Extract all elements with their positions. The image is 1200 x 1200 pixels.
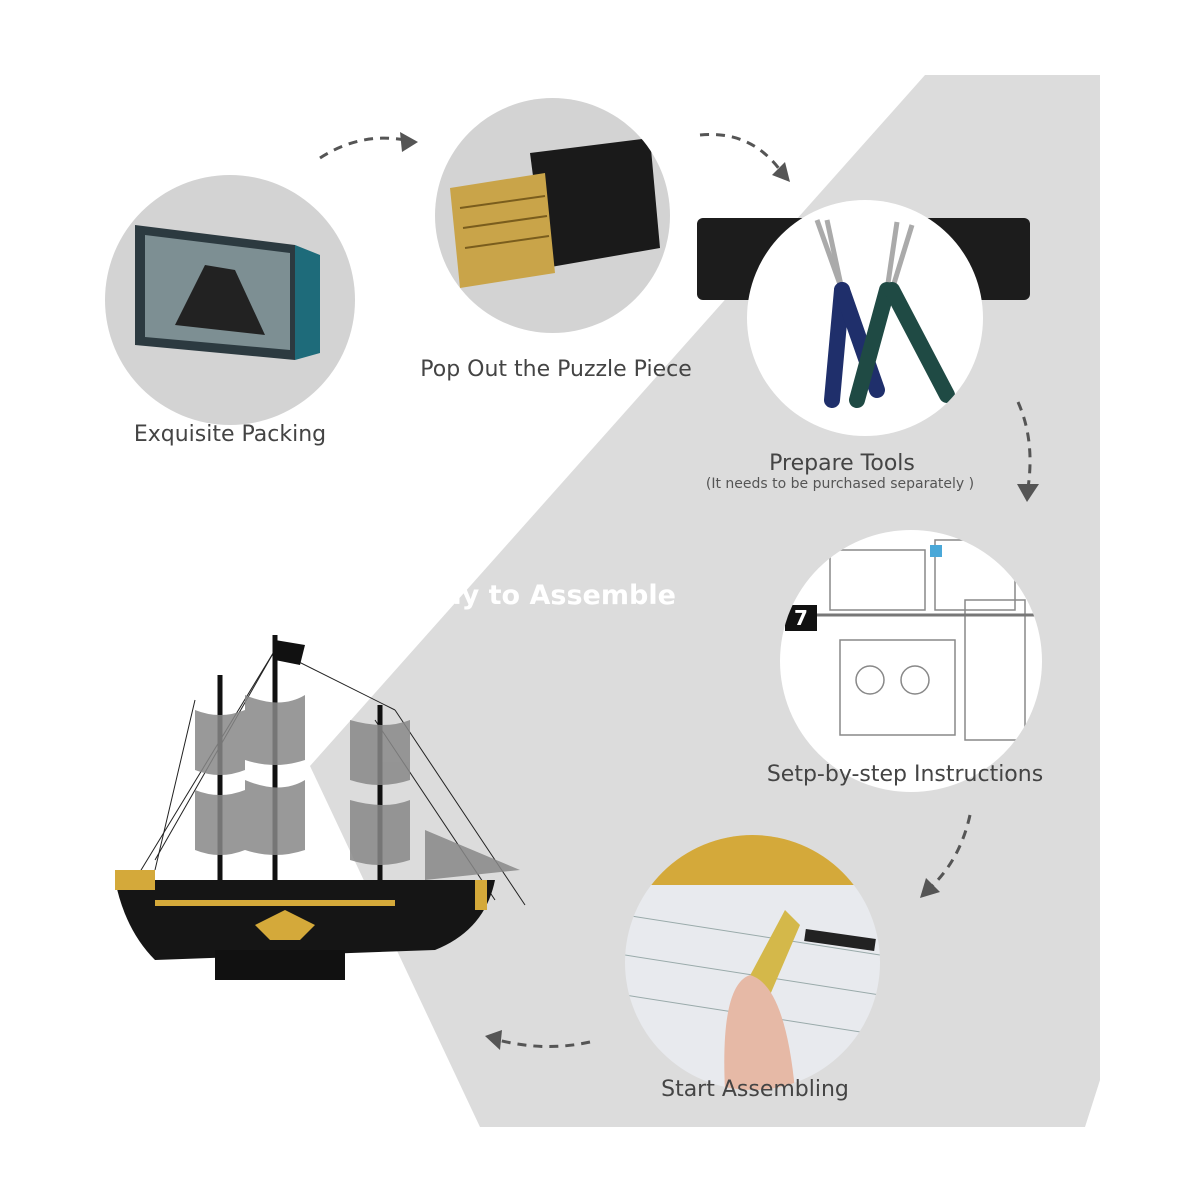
arrowhead-3 xyxy=(1017,484,1039,502)
arrowhead-5 xyxy=(485,1030,502,1050)
arrowhead-4 xyxy=(920,878,940,898)
arrowhead-2 xyxy=(772,162,790,182)
assembling-image xyxy=(625,835,880,1090)
step-number-badge: 7 xyxy=(785,605,817,631)
step-label-start-assembling: Start Assembling xyxy=(661,1077,849,1102)
arrow-4 xyxy=(928,814,972,890)
step-label-packing: Exquisite Packing xyxy=(133,422,327,447)
puzzle-sheets-image xyxy=(435,98,670,333)
pliers-image xyxy=(747,200,983,436)
ready-to-assemble-banner: Ready to Assemble xyxy=(385,580,676,611)
arrow-3 xyxy=(1016,401,1032,489)
assembled-ship-model xyxy=(115,635,526,980)
arrow-5 xyxy=(497,1038,591,1048)
arrow-1 xyxy=(319,136,406,160)
step-label-pop-out: Pop Out the Puzzle Piece xyxy=(420,357,692,382)
instructions-image: 7 xyxy=(780,530,1042,792)
step-label-prepare-tools: Prepare Tools xyxy=(769,451,915,476)
arrow-2 xyxy=(699,132,782,171)
step-label-instructions: Setp-by-step Instructions xyxy=(766,762,1044,787)
packing-image xyxy=(105,175,355,425)
arrowhead-1 xyxy=(400,132,418,152)
tools-note: (It needs to be purchased separately ) xyxy=(705,476,975,492)
